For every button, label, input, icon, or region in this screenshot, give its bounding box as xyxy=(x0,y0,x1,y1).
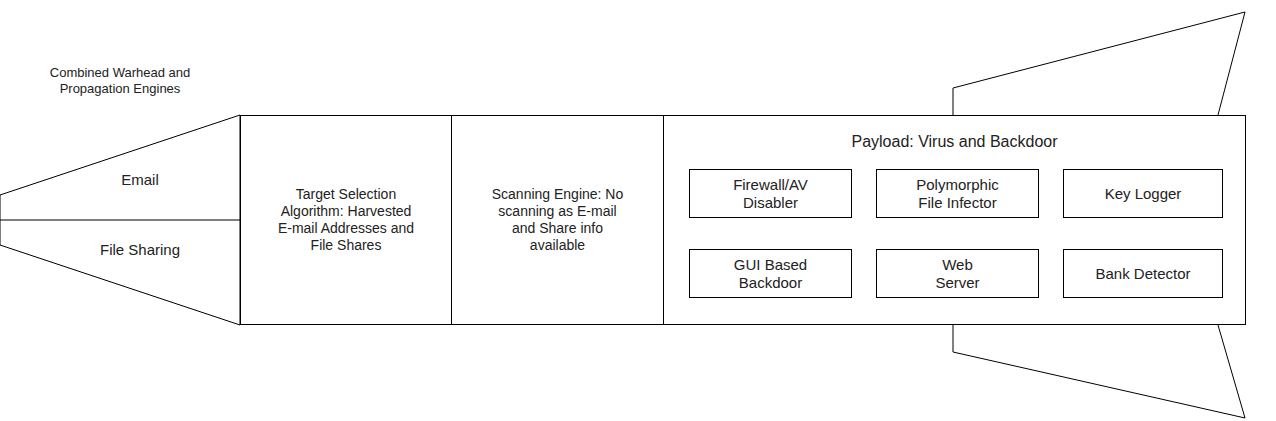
payload-module: Polymorphic File Infector xyxy=(876,169,1039,218)
rocket-fin xyxy=(953,325,1245,418)
engine-label: File Sharing xyxy=(100,241,180,259)
rocket-fin xyxy=(953,12,1245,115)
propagation-engine: File Sharing xyxy=(60,237,220,263)
text-wrap: Web Server xyxy=(877,250,1038,297)
box-label: Bank Detector xyxy=(1095,265,1190,283)
payload-module: GUI Based Backdoor xyxy=(689,249,852,298)
section-heading: Combined Warhead and Propagation Engines xyxy=(25,65,215,96)
nose-divider xyxy=(0,220,240,221)
box-label: Firewall/AV Disabler xyxy=(716,176,826,212)
engine-label: Email xyxy=(121,171,159,189)
text-wrap: Firewall/AV Disabler xyxy=(690,170,851,217)
text-wrap: Key Logger xyxy=(1064,170,1222,217)
rocket-section: Scanning Engine: No scanning as E-mail a… xyxy=(451,115,664,325)
payload-module: Firewall/AV Disabler xyxy=(689,169,852,218)
nose-cone: EmailFile SharingCombined Warhead and Pr… xyxy=(0,115,240,325)
text-wrap: Scanning Engine: No scanning as E-mail a… xyxy=(452,116,663,324)
box-label: Target Selection Algorithm: Harvested E-… xyxy=(276,186,416,253)
text-wrap: Target Selection Algorithm: Harvested E-… xyxy=(241,116,451,324)
payload-module: Key Logger xyxy=(1063,169,1223,218)
nose-cone-outline xyxy=(0,115,240,325)
text-wrap: File Sharing xyxy=(60,237,220,263)
nose-outline xyxy=(0,115,240,325)
rocket-section: Target Selection Algorithm: Harvested E-… xyxy=(240,115,452,325)
section-heading: Payload: Virus and Backdoor xyxy=(664,132,1245,151)
payload-module: Bank Detector xyxy=(1063,249,1223,298)
text-wrap: Polymorphic File Infector xyxy=(877,170,1038,217)
box-label: Web Server xyxy=(933,256,983,292)
propagation-engine: Email xyxy=(60,167,220,193)
text-wrap: GUI Based Backdoor xyxy=(690,250,851,297)
box-label: Polymorphic File Infector xyxy=(903,176,1013,212)
payload-module: Web Server xyxy=(876,249,1039,298)
box-label: Scanning Engine: No scanning as E-mail a… xyxy=(488,186,628,253)
text-wrap: Bank Detector xyxy=(1064,250,1222,297)
box-label: GUI Based Backdoor xyxy=(716,256,826,292)
text-wrap: Email xyxy=(60,167,220,193)
payload-section: Firewall/AV Disabler Polymorphic File Inf… xyxy=(663,115,1246,325)
box-label: Key Logger xyxy=(1105,185,1182,203)
